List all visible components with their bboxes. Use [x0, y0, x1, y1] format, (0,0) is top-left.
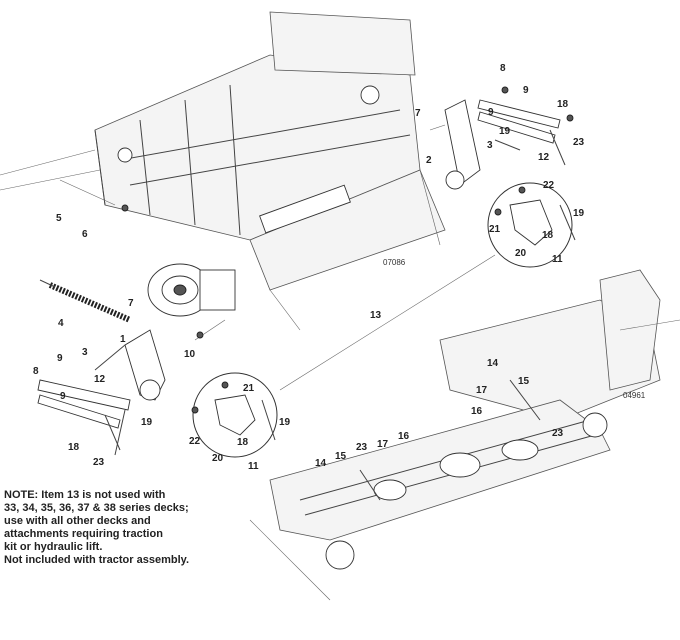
callout-br-15: 15 [518, 376, 530, 387]
note-line: use with all other decks and [4, 515, 151, 527]
callout-tr-3: 3 [487, 140, 493, 151]
figure-code-bottom: 04961 [623, 391, 646, 400]
callout-l-1: 1 [120, 334, 126, 345]
callout-l-12: 12 [94, 374, 106, 385]
callout-l-4: 4 [58, 318, 64, 329]
callout-tr-18: 18 [557, 99, 569, 110]
hydraulic-pump [147, 263, 236, 317]
callout-line-13 [279, 254, 496, 391]
callout-br-15b: 15 [335, 451, 347, 462]
callout-tr-8: 8 [500, 63, 506, 74]
callout-tr-11: 11 [552, 254, 563, 265]
callout-tr-19b: 19 [573, 208, 585, 219]
callout-br-16b: 16 [398, 431, 410, 442]
callout-tr-21: 21 [489, 224, 501, 235]
callout-tr-9a: 9 [523, 85, 529, 96]
callout-l-3: 3 [82, 347, 88, 358]
callout-l-20: 20 [212, 453, 224, 464]
callout-tr-20: 20 [515, 248, 527, 259]
callout-br-23b: 23 [356, 442, 368, 453]
callout-l-9a: 9 [57, 353, 63, 364]
note-line: 33, 34, 35, 36, 37 & 38 series decks; [4, 502, 189, 514]
callout-l-19: 19 [141, 417, 153, 428]
callout-tr-2: 2 [426, 155, 432, 166]
callout-tr-9b: 9 [488, 107, 494, 118]
callout-tr-18b: 18 [542, 230, 554, 241]
callout-l-22: 22 [189, 436, 201, 447]
callout-l-18b: 18 [237, 437, 249, 448]
note-line: Not included with tractor assembly. [4, 554, 189, 566]
callout-l-7: 7 [128, 298, 134, 309]
callout-l-6: 6 [82, 229, 88, 240]
callout-tr-7: 7 [415, 108, 421, 119]
callout-tr-19: 19 [499, 126, 511, 137]
detail-circle-left [191, 372, 278, 458]
callout-l-8: 8 [33, 366, 39, 377]
callout-br-16: 16 [471, 406, 483, 417]
right-linkage [429, 86, 574, 190]
callout-br-17: 17 [476, 385, 488, 396]
callout-l-23: 23 [93, 457, 105, 468]
callout-br-23: 23 [552, 428, 564, 439]
callout-br-17b: 17 [377, 439, 389, 450]
note-text: NOTE: Item 13 is not used with 33, 34, 3… [4, 489, 274, 567]
note-line: kit or hydraulic lift. [4, 541, 103, 553]
callout-tr-12: 12 [538, 152, 550, 163]
callout-l-10: 10 [184, 349, 196, 360]
callout-l-5: 5 [56, 213, 62, 224]
tractor-frame [0, 11, 446, 331]
callout-br-14: 14 [487, 358, 499, 369]
callout-l-18: 18 [68, 442, 80, 453]
callout-br-14b: 14 [315, 458, 327, 469]
callout-tr-23: 23 [573, 137, 585, 148]
detail-circle-right [487, 182, 576, 268]
mower-deck [249, 269, 680, 601]
callout-l-9b: 9 [60, 391, 66, 402]
callout-l-11: 11 [248, 461, 259, 472]
left-linkage [37, 179, 226, 456]
callout-l-21: 21 [243, 383, 255, 394]
spring-part [39, 279, 132, 323]
note-line: NOTE: Item 13 is not used with [4, 489, 166, 501]
callout-c-13: 13 [370, 310, 382, 321]
callout-tr-22: 22 [543, 180, 555, 191]
callout-labels: 8 9 9 18 7 19 23 3 2 12 22 19 21 18 20 1… [33, 63, 646, 472]
callout-l-19b: 19 [279, 417, 291, 428]
figure-code-top: 07086 [383, 258, 406, 267]
note-line: attachments requiring traction [4, 528, 163, 540]
